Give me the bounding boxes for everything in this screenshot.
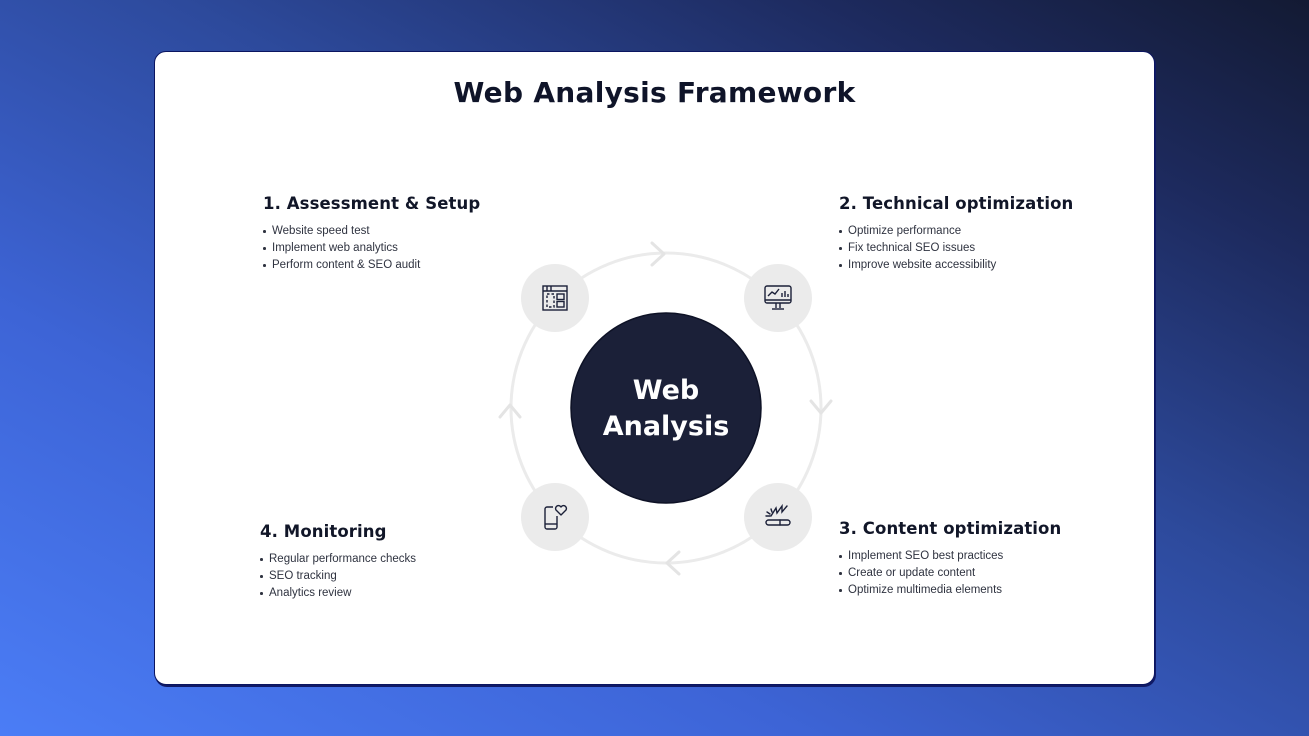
section-heading: 1. Assessment & Setup (263, 194, 481, 213)
phone-heart-icon (544, 504, 568, 530)
step1-icon-circle (521, 264, 589, 332)
layout-grid-icon (542, 285, 568, 311)
section-list: Website speed test Implement web analyti… (263, 223, 523, 274)
section-heading: 4. Monitoring (260, 522, 387, 541)
section-list: Implement SEO best practices Create or u… (839, 548, 1099, 599)
list-item: Regular performance checks (260, 551, 520, 568)
step3-icon-circle (744, 483, 812, 551)
list-item: Implement SEO best practices (839, 548, 1099, 565)
section-list: Regular performance checks SEO tracking … (260, 551, 520, 602)
step2-icon-circle (744, 264, 812, 332)
arrow-right-icon (809, 399, 833, 415)
list-item: Implement web analytics (263, 240, 523, 257)
cycle-diagram (498, 241, 833, 576)
center-circle (570, 312, 762, 504)
arrow-left-icon (498, 403, 522, 419)
page-title: Web Analysis Framework (453, 76, 856, 109)
section-monitoring: 4. Monitoring Regular performance checks… (260, 522, 520, 602)
section-heading: 2. Technical optimization (839, 194, 1074, 213)
list-item: Perform content & SEO audit (263, 257, 523, 274)
arrow-top-icon (650, 241, 666, 267)
center-label-line2: Analysis (602, 411, 730, 442)
section-list: Optimize performance Fix technical SEO i… (839, 223, 1099, 274)
list-item: Optimize performance (839, 223, 1099, 240)
slide-card: Web Analysis Framework Web Analysis (154, 51, 1155, 685)
monitor-chart-icon (764, 285, 792, 310)
step4-icon-circle (521, 483, 589, 551)
section-content-optimization: 3. Content optimization Implement SEO be… (839, 519, 1099, 599)
pen-writing-icon (765, 503, 791, 526)
arrow-bottom-icon (665, 550, 681, 576)
section-technical-optimization: 2. Technical optimization Optimize perfo… (839, 194, 1099, 274)
section-assessment-setup: 1. Assessment & Setup Website speed test… (263, 194, 523, 274)
center-label: Web Analysis (571, 314, 761, 504)
list-item: Improve website accessibility (839, 257, 1099, 274)
list-item: Create or update content (839, 565, 1099, 582)
list-item: Optimize multimedia elements (839, 582, 1099, 599)
list-item: Fix technical SEO issues (839, 240, 1099, 257)
list-item: Website speed test (263, 223, 523, 240)
section-heading: 3. Content optimization (839, 519, 1062, 538)
list-item: Analytics review (260, 585, 520, 602)
list-item: SEO tracking (260, 568, 520, 585)
center-label-line1: Web (632, 375, 700, 406)
